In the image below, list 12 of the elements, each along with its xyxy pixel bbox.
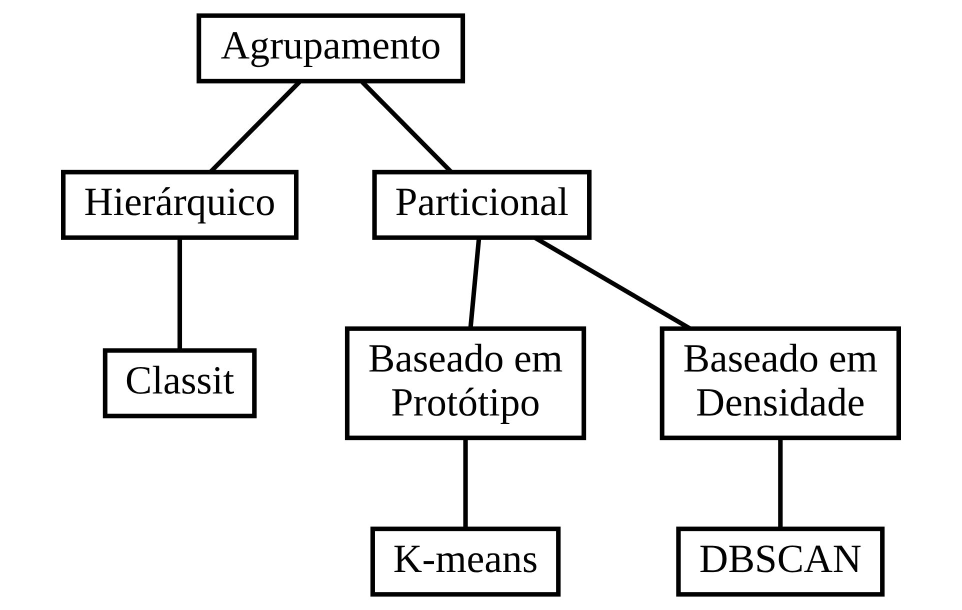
node-box: Baseado em Protótipo bbox=[344, 326, 586, 440]
connector bbox=[178, 238, 182, 350]
node-box: Classit bbox=[102, 348, 257, 418]
node-box: Baseado em Densidade bbox=[660, 326, 901, 440]
connector bbox=[463, 438, 468, 528]
connector bbox=[778, 438, 783, 528]
node-box: Particional bbox=[372, 170, 592, 240]
node-box: K-means bbox=[370, 526, 561, 597]
node-box: DBSCAN bbox=[676, 526, 885, 597]
node-box: Hierárquico bbox=[61, 170, 299, 240]
node-box: Agrupamento bbox=[196, 13, 466, 84]
connector bbox=[468, 238, 482, 329]
